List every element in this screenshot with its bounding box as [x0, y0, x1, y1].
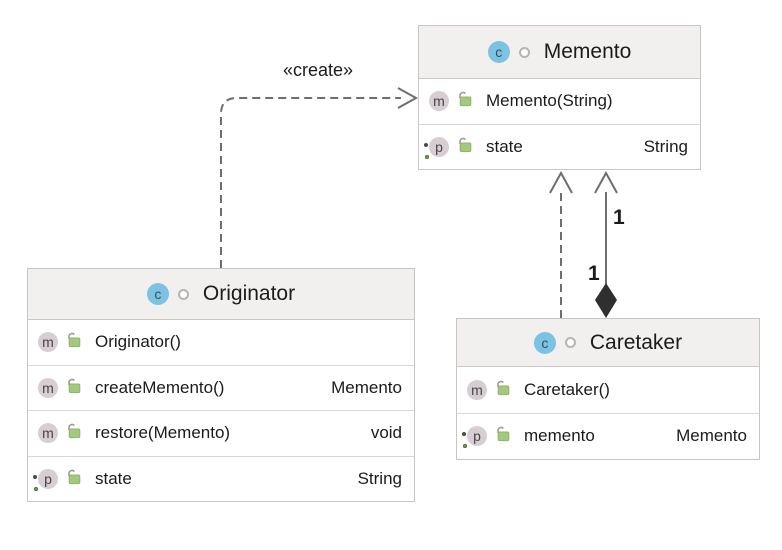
class-box-caretaker[interactable]: c Caretaker m Caretaker() p memento Meme…	[456, 318, 760, 460]
property-icon: p	[462, 426, 487, 449]
create-dependency-edge[interactable]	[220, 97, 401, 268]
member-row-caretaker-constructor[interactable]: m Caretaker()	[457, 367, 759, 413]
class-header[interactable]: c Memento	[419, 26, 700, 79]
class-icon: c	[533, 331, 556, 354]
class-header[interactable]: c Originator	[28, 269, 414, 320]
member-name: Memento(String)	[486, 91, 613, 111]
create-dependency-arrowhead-icon	[397, 87, 419, 109]
class-header[interactable]: c Caretaker	[457, 319, 759, 367]
method-icon: m	[38, 377, 58, 398]
caretaker-dependency-arrowhead-icon	[549, 170, 573, 194]
unlocked-padlock-icon	[65, 377, 82, 399]
ring-icon	[564, 337, 576, 348]
member-row-originator-constructor[interactable]: m Originator()	[28, 320, 414, 365]
class-title: Memento	[543, 40, 632, 63]
method-icon: m	[38, 423, 58, 444]
member-row-memento-constructor[interactable]: m Memento(String)	[419, 79, 700, 124]
multiplicity-label-upper: 1	[613, 206, 625, 229]
unlocked-padlock-icon	[456, 90, 473, 112]
class-icon: c	[146, 283, 169, 305]
member-name: state	[95, 468, 132, 488]
class-box-originator[interactable]: c Originator m Originator() m createMeme…	[27, 268, 415, 502]
member-type: void	[370, 423, 402, 443]
composition-arrowhead-icon	[594, 170, 618, 194]
create-stereotype-label: «create»	[283, 60, 354, 80]
class-icon: c	[487, 41, 510, 63]
multiplicity-label-lower: 1	[588, 262, 600, 285]
member-row-memento-state[interactable]: p state String	[419, 123, 700, 169]
member-name: Originator()	[95, 332, 181, 352]
member-name: memento	[524, 426, 595, 446]
class-title: Caretaker	[589, 330, 683, 354]
member-type: String	[643, 136, 688, 156]
member-name: state	[486, 136, 523, 156]
unlocked-padlock-icon	[494, 425, 511, 447]
method-icon: m	[38, 332, 58, 353]
unlocked-padlock-icon	[65, 331, 82, 353]
ring-icon	[177, 288, 189, 300]
ring-icon	[518, 46, 530, 58]
property-icon: p	[33, 468, 58, 491]
method-icon: m	[467, 379, 487, 400]
method-icon: m	[429, 91, 449, 112]
member-row-originator-state[interactable]: p state String	[28, 455, 414, 501]
member-row-restore[interactable]: m restore(Memento) void	[28, 410, 414, 456]
class-title: Originator	[202, 282, 296, 305]
member-type: String	[357, 468, 402, 488]
property-icon: p	[424, 136, 449, 159]
member-name: createMemento()	[95, 377, 225, 397]
member-type: Memento	[331, 377, 402, 397]
member-name: Caretaker()	[524, 379, 610, 399]
composition-diamond-icon	[595, 283, 617, 318]
class-box-memento[interactable]: c Memento m Memento(String) p state Stri…	[418, 25, 701, 170]
unlocked-padlock-icon	[456, 136, 473, 158]
member-row-caretaker-memento[interactable]: p memento Memento	[457, 412, 759, 459]
unlocked-padlock-icon	[65, 422, 82, 444]
unlocked-padlock-icon	[65, 468, 82, 490]
member-type: Memento	[676, 426, 747, 446]
member-row-creatememento[interactable]: m createMemento() Memento	[28, 364, 414, 410]
unlocked-padlock-icon	[494, 379, 511, 401]
member-name: restore(Memento)	[95, 423, 231, 443]
